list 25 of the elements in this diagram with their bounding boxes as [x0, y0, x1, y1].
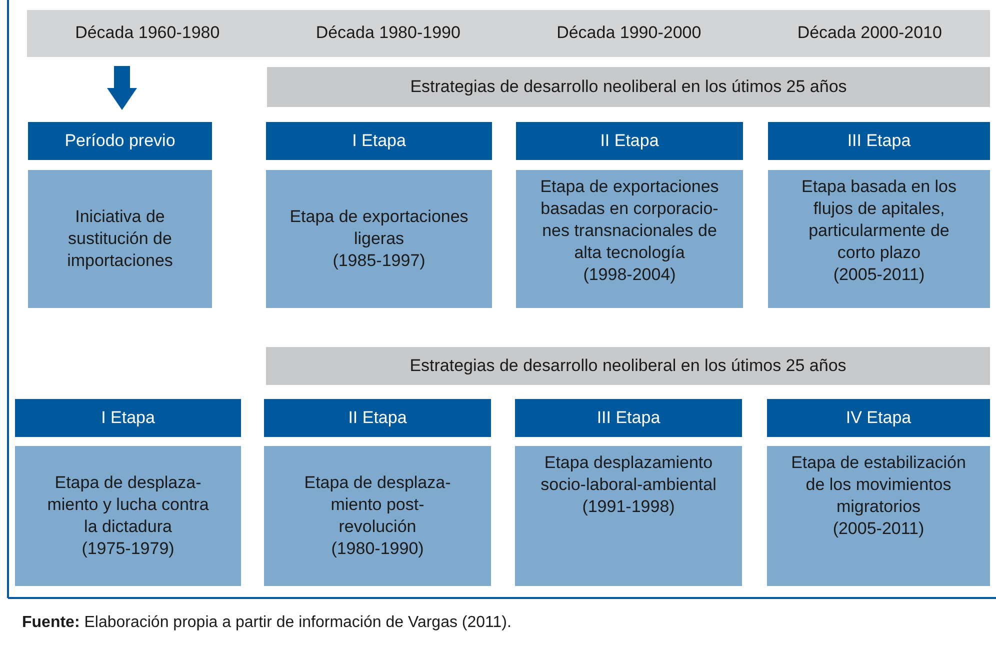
block-arrow [107, 66, 137, 110]
decade-band [27, 10, 990, 57]
stage-description-box: Etapa basada en los flujos de apitales, particularmente de corto plazo (2005-2011) [768, 170, 990, 308]
stage-header: II Etapa [516, 122, 743, 160]
decade-label: Década 1980-1990 [314, 22, 462, 44]
stage-description-box: Etapa de exportaciones ligeras (1985-1997) [266, 170, 492, 308]
stage-description-box: Etapa de desplaza- miento post- revolución (1980-1990) [264, 446, 491, 586]
stage-description-box: Etapa desplazamiento socio-laboral-ambiental (1991-1998) [515, 446, 742, 586]
stage-description-box: Etapa de desplaza- miento y lucha contra la dictadura (1975-1979) [15, 446, 241, 586]
strategy-band: Estrategias de desarrollo neoliberal en los útimos 25 años [266, 347, 990, 385]
source-note: Fuente: Elaboración propia a partir de información de Vargas (2011). [22, 614, 512, 632]
stage-description-box: Etapa de exportaciones basadas en corporacio- nes transnacionales de alta tecnología (1998-2004) [516, 170, 743, 308]
stage-header: II Etapa [264, 399, 491, 437]
strategy-band: Estrategias de desarrollo neoliberal en los útimos 25 años [267, 67, 990, 107]
stage-description-box: Iniciativa de sustitución de importaciones [28, 170, 212, 308]
stage-header: Período previo [28, 122, 212, 160]
decade-label: Década 1990-2000 [556, 22, 702, 44]
stage-header: III Etapa [515, 399, 742, 437]
decade-label: Década 2000-2010 [796, 22, 943, 44]
stage-header: I Etapa [266, 122, 492, 160]
stage-header: IV Etapa [767, 399, 990, 437]
stage-description-box: Etapa de estabilización de los movimientos migratorios (2005-2011) [767, 446, 990, 586]
stage-header: I Etapa [15, 399, 241, 437]
decade-label: Década 1960-1980 [74, 22, 221, 44]
stage-header: III Etapa [768, 122, 990, 160]
